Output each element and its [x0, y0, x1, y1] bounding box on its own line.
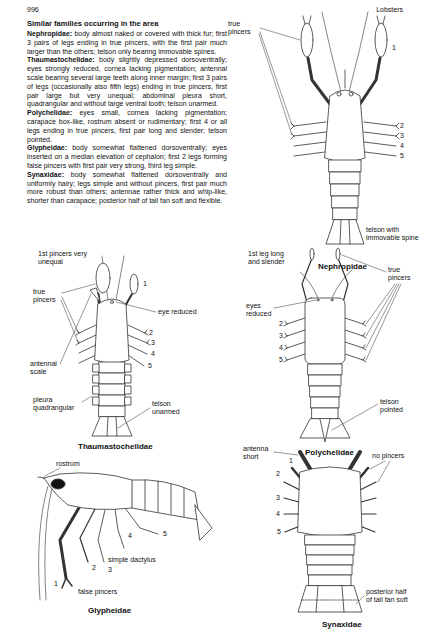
family-name: Thaumastochelidae: — [27, 56, 95, 63]
callout-number: 1 — [54, 580, 58, 588]
callout-label: telson with immovable spine — [366, 226, 424, 242]
family-description: Glypheidae: body somewhat flattened dors… — [27, 144, 227, 170]
callout-number: 2 — [149, 329, 153, 337]
family-name: Polychelidae: — [27, 109, 72, 116]
nephropidae-figure — [259, 12, 399, 244]
family-description: Thaumastochelidae: body slightly depress… — [27, 56, 227, 109]
family-caption: Nephropidae — [318, 262, 367, 271]
callout-label: true pincers — [388, 266, 420, 282]
callout-label: true pincers — [228, 20, 258, 36]
callout-number: 3 — [279, 332, 283, 340]
callout-label: false pincers — [78, 588, 117, 596]
callout-label: telson unarmed — [152, 400, 182, 416]
callout-number: 3 — [108, 566, 112, 574]
family-caption: Thaumastochelidae — [78, 442, 153, 451]
callout-label: antenna short — [243, 445, 273, 461]
running-head: Lobsters — [376, 6, 403, 14]
callout-label: eye reduced — [158, 308, 197, 316]
family-description: Nephropidae: body almost naked or covere… — [27, 30, 227, 56]
callout-number: 2 — [276, 470, 280, 478]
callout-number: 4 — [279, 344, 283, 352]
callout-number: 2 — [279, 320, 283, 328]
glypheidae-figure — [38, 468, 212, 600]
callout-number: 2 — [400, 122, 404, 130]
family-description: Polychelidae: eyes small, cornea lacking… — [27, 109, 227, 144]
callout-number: 1 — [289, 457, 293, 465]
callout-label: eyes reduced — [246, 302, 274, 318]
callout-number: 5 — [277, 528, 281, 536]
family-caption: Synaxidae — [322, 620, 362, 629]
family-caption: Polychelidae — [305, 448, 354, 457]
callout-number: 5 — [148, 362, 152, 370]
family-caption: Glypheidae — [88, 606, 131, 615]
callout-number: 1 — [392, 44, 396, 52]
callout-label: posterior half of tail fan soft — [366, 588, 414, 604]
callout-label: antennal scale — [30, 360, 66, 376]
family-description: Synaxidae: body somewhat flattened dorso… — [27, 171, 227, 206]
callout-number: 5 — [279, 356, 283, 364]
family-name: Glypheidae: — [27, 144, 67, 151]
callout-number: 2 — [92, 564, 96, 572]
description-text: body slightly depressed dorsoventrally; … — [27, 56, 227, 107]
callout-number: 5 — [400, 152, 404, 160]
callout-number: 3 — [151, 339, 155, 347]
thaumastochelidae-figure — [60, 256, 156, 436]
callout-number: 3 — [276, 494, 280, 502]
callout-label: no pincers — [372, 452, 404, 460]
callout-number: 3 — [400, 132, 404, 140]
callout-label: rostrum — [56, 460, 80, 468]
description-column: Nephropidae: body almost naked or covere… — [27, 30, 227, 206]
callout-label: pleura quadrangular — [33, 396, 81, 412]
callout-number: 4 — [128, 532, 132, 540]
callout-number: 5 — [163, 530, 167, 538]
callout-number: 4 — [151, 350, 155, 358]
page-number: 996 — [27, 6, 39, 14]
callout-number: 4 — [276, 510, 280, 518]
callout-label: true pincers — [33, 288, 63, 304]
callout-label: simple dactylus — [108, 556, 156, 564]
callout-number: 1 — [143, 280, 147, 288]
family-name: Synaxidae: — [27, 171, 64, 178]
callout-label: 1st leg long and slender — [248, 250, 292, 266]
section-heading: Similar families occurring in the area — [27, 19, 158, 28]
callout-label: 1st pincers very unequal — [38, 250, 94, 266]
family-name: Nephropidae: — [27, 30, 72, 37]
callout-label: telson pointed — [380, 398, 410, 414]
callout-number: 4 — [400, 142, 404, 150]
